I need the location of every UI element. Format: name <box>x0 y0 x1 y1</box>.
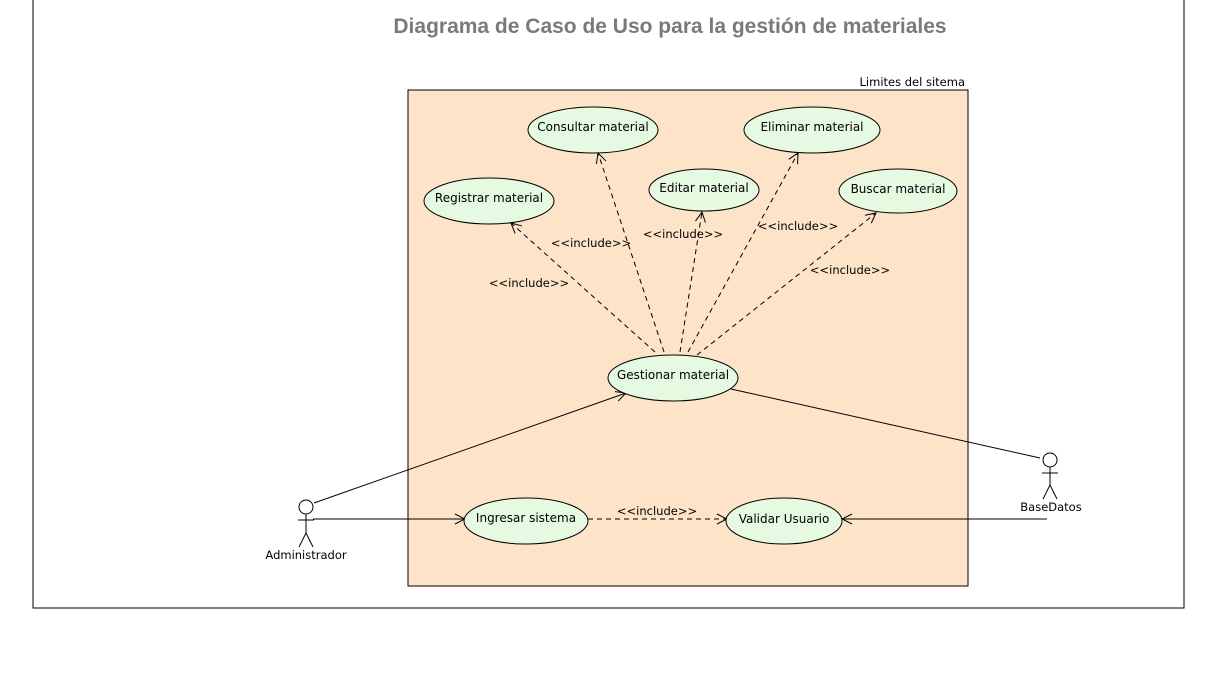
use-case-validar[interactable]: Validar Usuario <box>725 497 843 545</box>
system-boundary-label: Limites del sitema <box>860 75 965 89</box>
association-admin-gestionar <box>313 393 626 504</box>
actor-administrador[interactable] <box>298 499 314 548</box>
outer-frame <box>32 0 1185 609</box>
include-line-editar <box>679 212 702 353</box>
use-case-buscar-label: Buscar material <box>851 182 946 196</box>
use-case-editar-label: Editar material <box>659 181 748 195</box>
use-case-consultar-label: Consultar material <box>537 120 648 134</box>
use-case-ingresar[interactable]: Ingresar sistema <box>463 497 589 545</box>
use-case-consultar[interactable]: Consultar material <box>527 106 659 154</box>
use-case-buscar[interactable]: Buscar material <box>838 168 958 214</box>
include-label-buscar: <<include>> <box>810 263 890 277</box>
use-case-editar[interactable]: Editar material <box>648 168 760 212</box>
include-label-consultar: <<include>> <box>551 236 631 250</box>
use-case-validar-label: Validar Usuario <box>739 512 830 526</box>
use-case-gestionar-label: Gestionar material <box>617 368 729 382</box>
use-case-registrar-label: Registrar material <box>435 191 543 205</box>
use-case-eliminar-label: Eliminar material <box>760 120 863 134</box>
use-case-eliminar[interactable]: Eliminar material <box>743 106 881 154</box>
associations <box>313 388 1047 519</box>
include-line-buscar <box>696 213 876 356</box>
diagram-title: Diagrama de Caso de Uso para la gestión … <box>393 15 946 38</box>
include-line-eliminar <box>687 153 798 353</box>
association-gestionar-basedatos <box>730 388 1041 459</box>
use-case-ingresar-label: Ingresar sistema <box>476 511 576 525</box>
use-case-gestionar[interactable]: Gestionar material <box>607 354 739 402</box>
include-label-editar: <<include>> <box>643 227 723 241</box>
actor-basedatos-label: BaseDatos <box>1020 500 1081 514</box>
use-case-registrar[interactable]: Registrar material <box>423 177 555 225</box>
actor-basedatos[interactable] <box>1042 452 1058 500</box>
include-label-eliminar: <<include>> <box>758 219 838 233</box>
include-label-validar: <<include>> <box>617 504 697 518</box>
include-line-consultar <box>598 153 665 353</box>
actor-administrador-label: Administrador <box>265 548 346 562</box>
include-label-registrar: <<include>> <box>489 276 569 290</box>
include-relations <box>511 153 876 519</box>
